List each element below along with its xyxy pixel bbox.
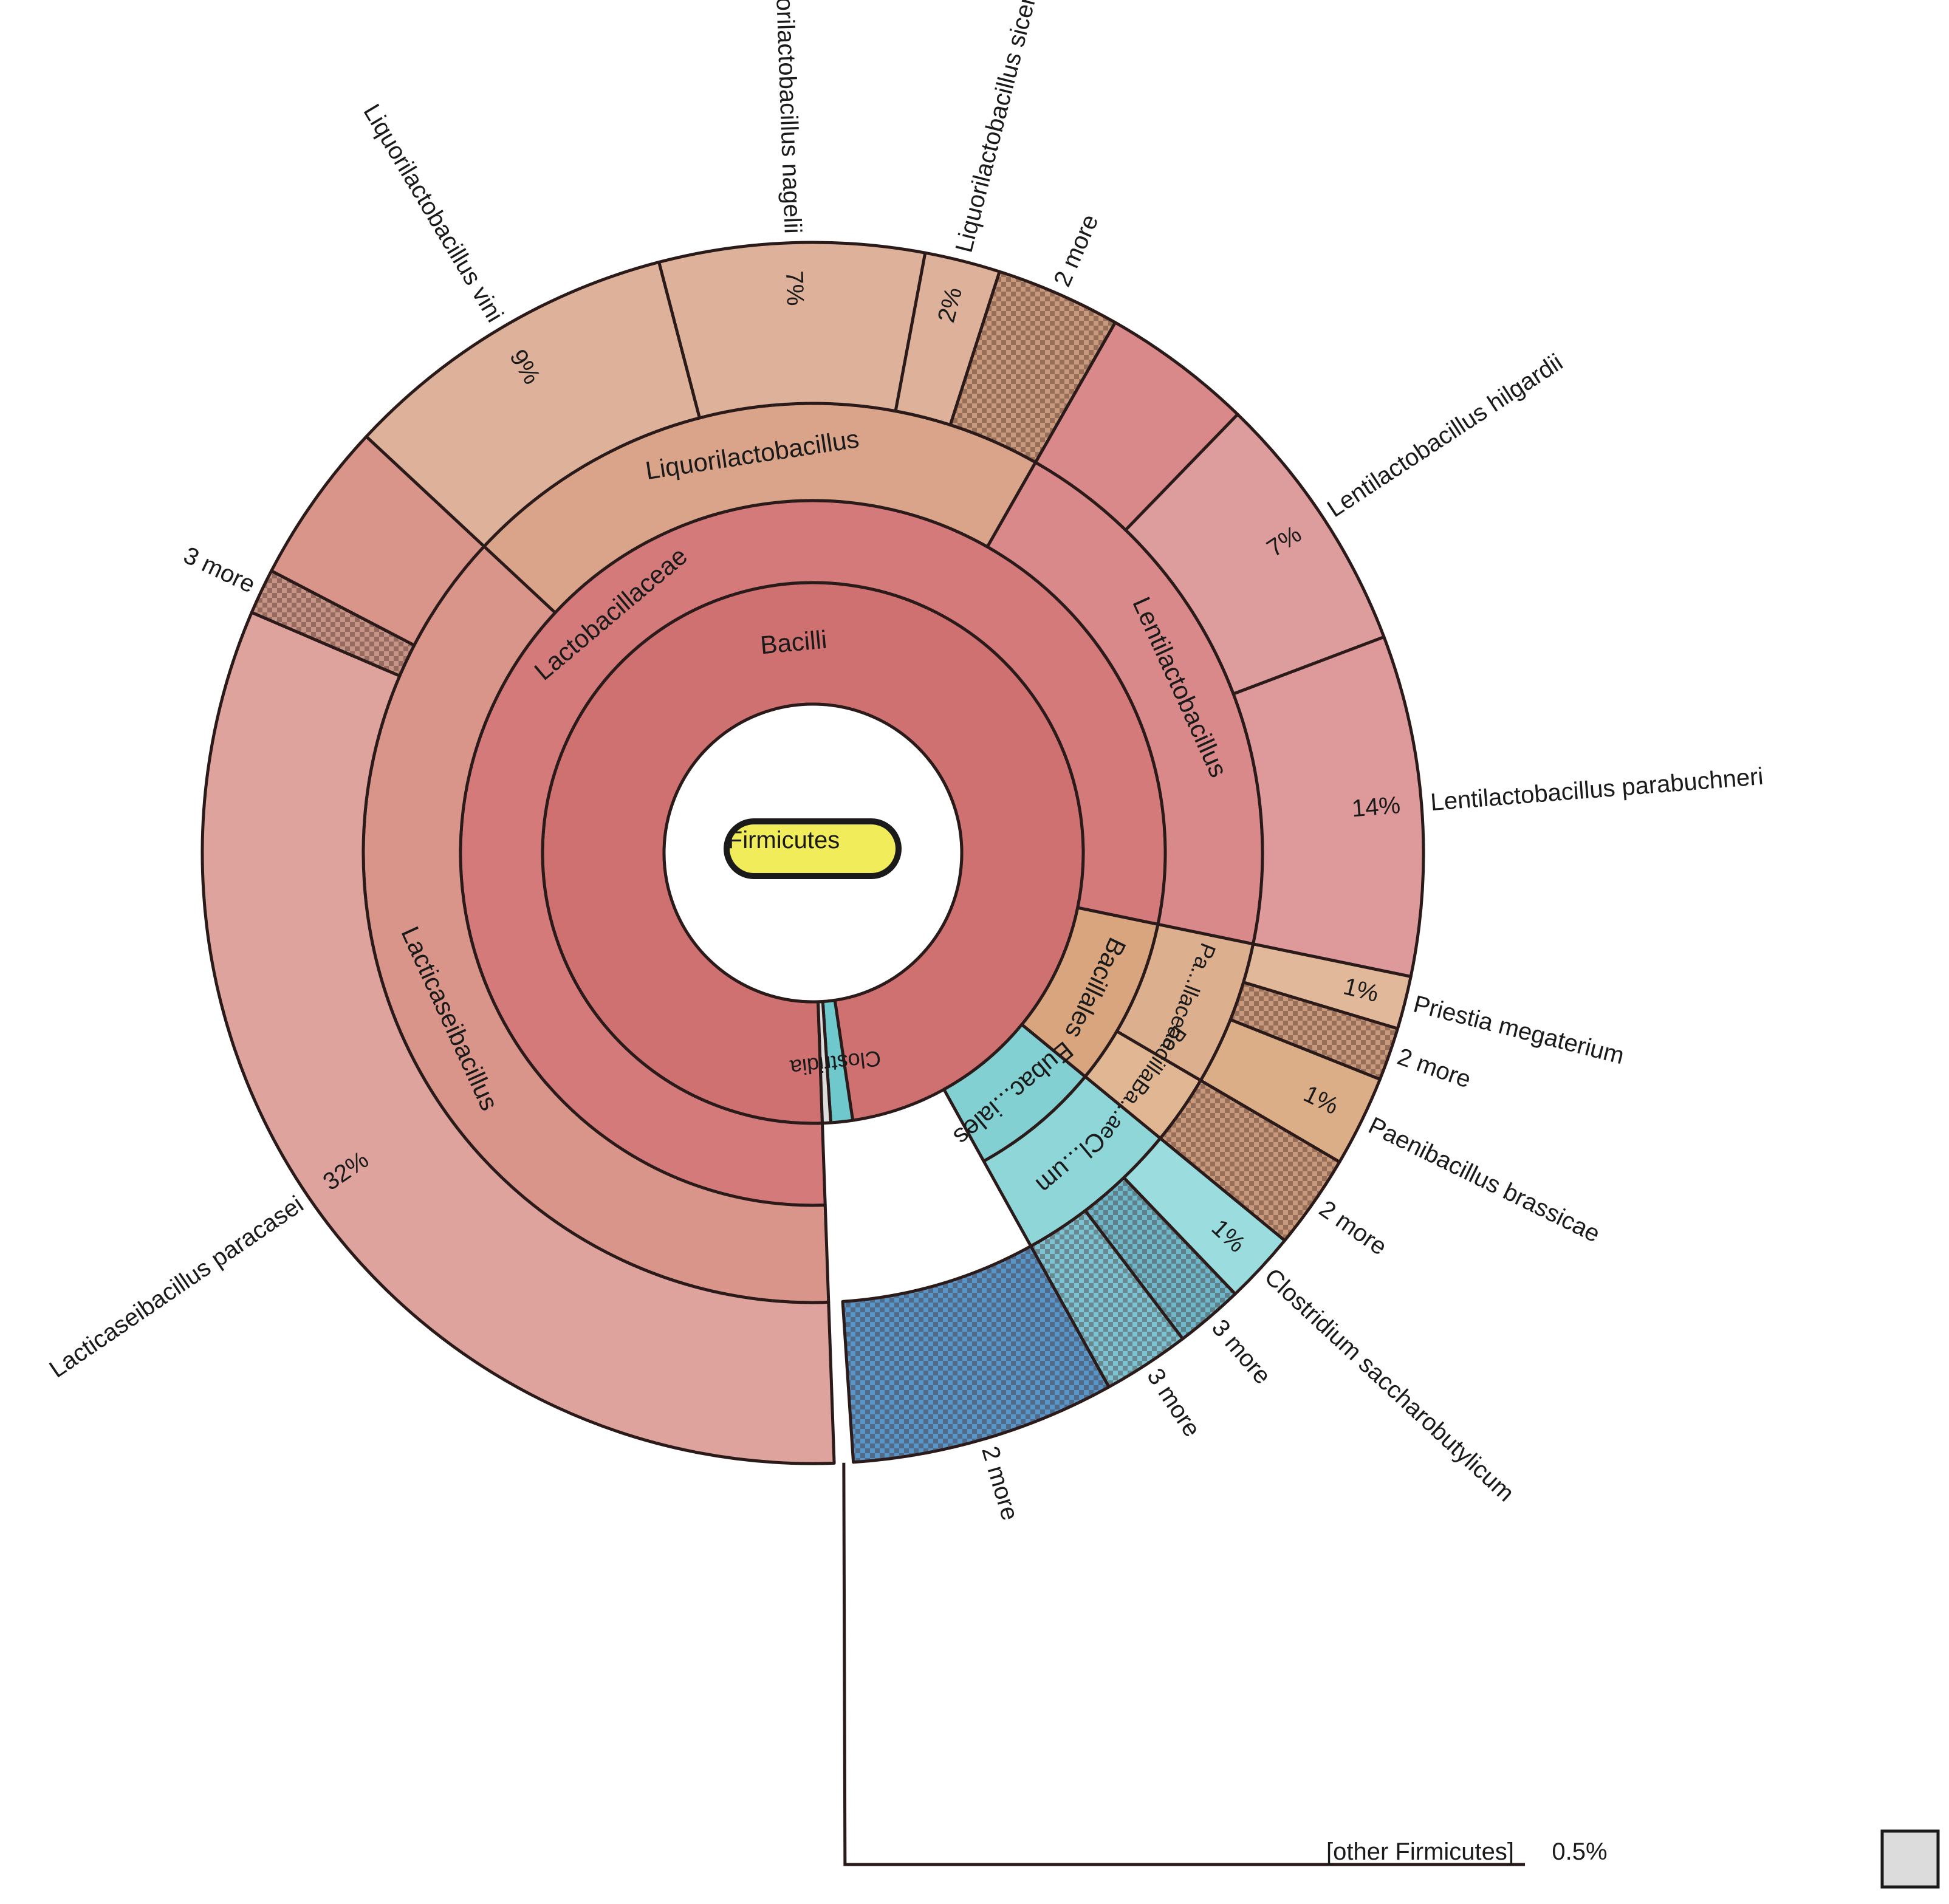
other-firmicutes-leader (842, 1462, 1525, 1866)
outer-label-l-paracasei: Lacticaseibacillus paracasei (44, 1191, 308, 1383)
segment-pattern-eubacteriales-more (1030, 1210, 1183, 1387)
outer-label-clostridia-more: 2 more (976, 1443, 1023, 1524)
outer-label-l-vini: Liquorilactobacillus vini (358, 100, 508, 327)
outer-label-lacticaseibacillus-more: 3 more (179, 542, 259, 598)
sunburst-rings (200, 241, 1425, 1465)
root-badge[interactable] (724, 818, 902, 879)
label-bacilli: Bacilli (759, 625, 828, 660)
segment-l-nagelii[interactable] (657, 241, 927, 420)
outer-label-clostridium-more: 3 more (1207, 1315, 1276, 1389)
outer-label-l-parabuchneri: Lentilactobacillus parabuchneri (1430, 763, 1764, 816)
other-firmicutes-label: [other Firmicutes] (1326, 1838, 1514, 1865)
outer-label-clostridium-saccharobutylicum: Clostridium saccharobutylicum (1259, 1263, 1519, 1507)
outer-label-paenibacillus-brassicae: Paenibacillus brassicae (1365, 1112, 1605, 1247)
outer-label-l-hilgardii: Lentilactobacillus hilgardii (1323, 349, 1567, 522)
outer-label-bacillaceae-more: 2 more (1394, 1043, 1475, 1094)
segment-pattern-lacticaseibacillus-more (252, 570, 414, 676)
segment-pattern-bacillaceae-more (1230, 982, 1398, 1080)
segment-pattern-paenibacillaceae-more (1160, 1080, 1340, 1241)
other-firmicutes-key: [other Firmicutes] 0.5% (1326, 1829, 1940, 1889)
segment-l-paracasei[interactable] (200, 611, 836, 1465)
outer-label-eubacteriales-more: 3 more (1142, 1364, 1205, 1442)
segment-pattern-clostridium-more (1085, 1177, 1236, 1339)
root-label: Firmicutes (728, 827, 840, 854)
outer-label-paenibacillaceae-more: 2 more (1314, 1196, 1391, 1261)
outer-label-l-nagelii: Liquorilactobacillus nagelii (770, 0, 806, 234)
other-firmicutes-pct: 0.5% (1552, 1838, 1607, 1865)
pct-l-parabuchneri: 14% (1351, 792, 1401, 822)
outer-label-liquorilactobacillus-more: 2 more (1049, 211, 1103, 291)
center-hole: Firmicutes (662, 702, 964, 1004)
pct-l-nagelii: 7% (781, 270, 809, 306)
segment-pattern-clostridia-more (843, 1246, 1109, 1462)
outer-label-l-sicerae: Liquorilactobacillus sicerae (951, 0, 1048, 255)
segment-pattern-liquorilactobacillus-more (950, 272, 1115, 463)
other-firmicutes-swatch[interactable] (1880, 1829, 1940, 1889)
